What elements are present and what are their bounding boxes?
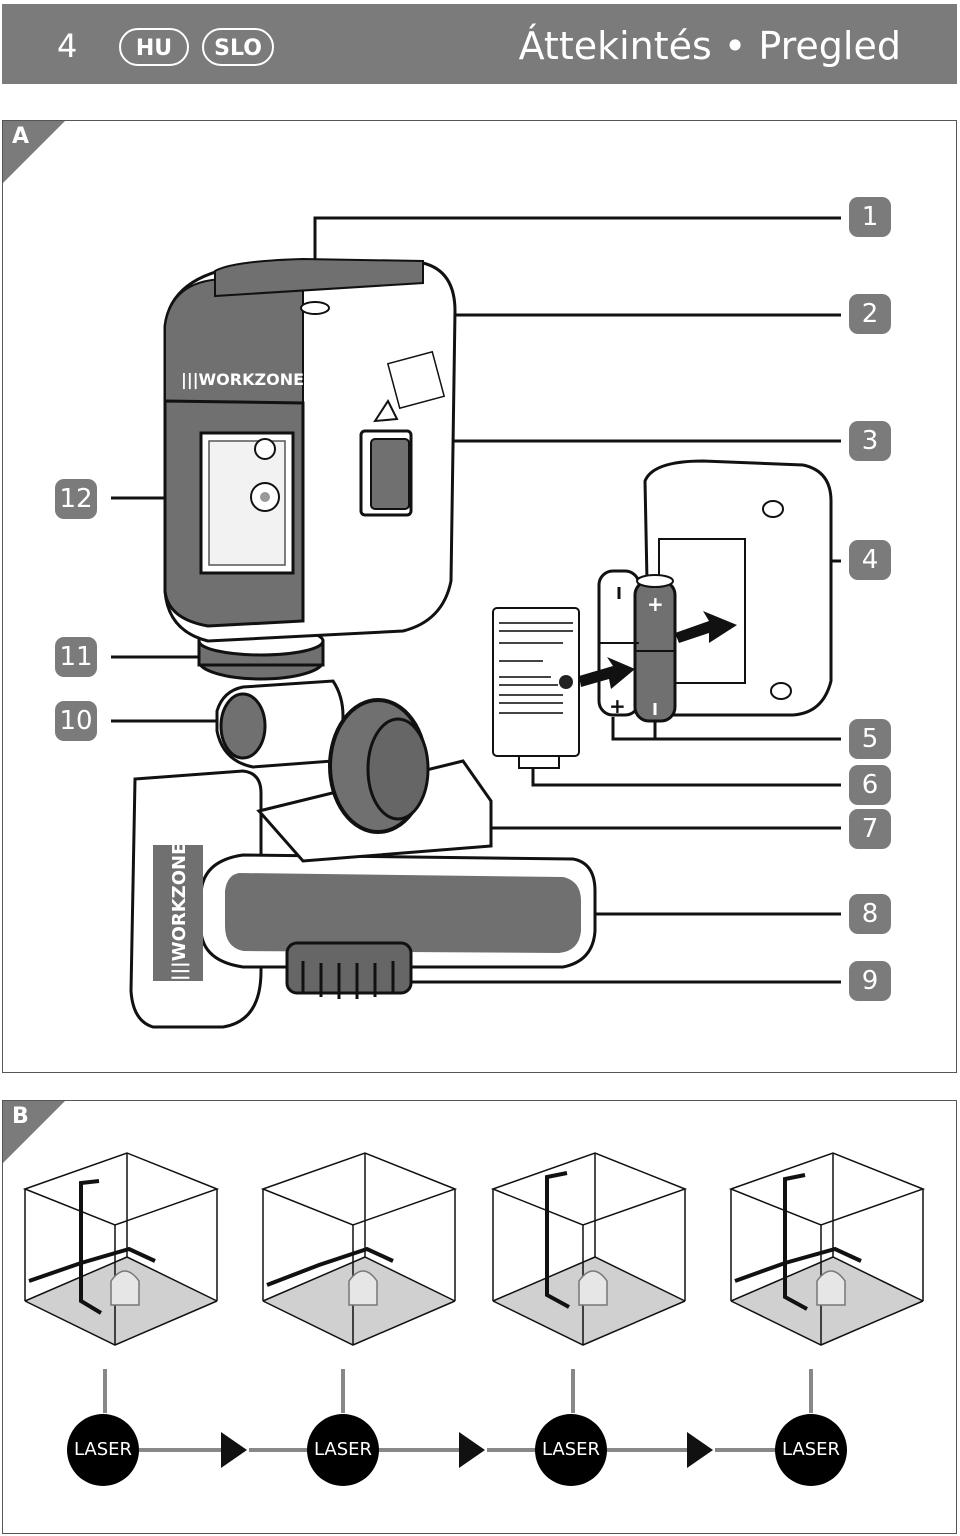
section-a-corner [3, 121, 65, 183]
callout-10: 10 [55, 701, 97, 741]
callout-3: 3 [849, 421, 891, 461]
battery-label-card [492, 607, 580, 769]
callout-8: 8 [849, 894, 891, 934]
laser-button-label-2: LASER [313, 1439, 373, 1460]
battery-compartment [643, 459, 833, 717]
callout-1: 1 [849, 197, 891, 237]
callout-4: 4 [849, 540, 891, 580]
callout-2: 2 [849, 294, 891, 334]
callout-9: 9 [849, 961, 891, 1001]
page-header: 4 HU SLO Áttekintés • Pregled [2, 4, 957, 84]
language-badge-hu: HU [119, 28, 189, 66]
callout-12: 12 [55, 479, 97, 519]
callout-6: 6 [849, 765, 891, 805]
laser-mode-sequence [22, 1152, 926, 1486]
section-b-label: B [12, 1104, 29, 1129]
laser-button-label-1: LASER [73, 1439, 133, 1460]
room-mode-2 [260, 1152, 458, 1346]
large-locking-knob [328, 698, 430, 834]
housing-brand-logo: |||WORKZONE [181, 370, 304, 390]
ball-joint [215, 679, 345, 769]
page-title: Áttekintés • Pregled [518, 24, 901, 68]
room-mode-4 [728, 1152, 926, 1346]
laser-button-label-4: LASER [781, 1439, 841, 1460]
section-a-label: A [12, 124, 30, 149]
figure-b-panel: B [2, 1100, 957, 1534]
page-number: 4 [57, 27, 78, 65]
laser-buttons [67, 1414, 847, 1486]
callout-7: 7 [849, 809, 891, 849]
sequence-arrows [221, 1432, 713, 1468]
section-b-corner [3, 1101, 65, 1163]
laser-button-label-3: LASER [541, 1439, 601, 1460]
callout-11: 11 [55, 637, 97, 677]
insert-arrows [579, 611, 737, 689]
language-badge-slo: SLO [202, 28, 274, 66]
sequence-connectors [103, 1369, 813, 1452]
room-mode-1 [22, 1152, 220, 1346]
figure-a-panel: A [2, 120, 957, 1073]
clamp-jaw: |||WORKZONE [153, 843, 203, 981]
aa-batteries: + + [597, 569, 677, 723]
bottom-adjustment-knob [285, 941, 413, 999]
svg-text:+: + [609, 694, 626, 718]
room-mode-3 [490, 1152, 688, 1346]
clamp-brand-logo: |||WORKZONE [169, 843, 190, 981]
laser-housing: |||WORKZONE [163, 257, 457, 643]
laser-device-illustration: |||WORKZONE [111, 216, 841, 1029]
callout-5: 5 [849, 719, 891, 759]
svg-text:+: + [647, 592, 664, 616]
